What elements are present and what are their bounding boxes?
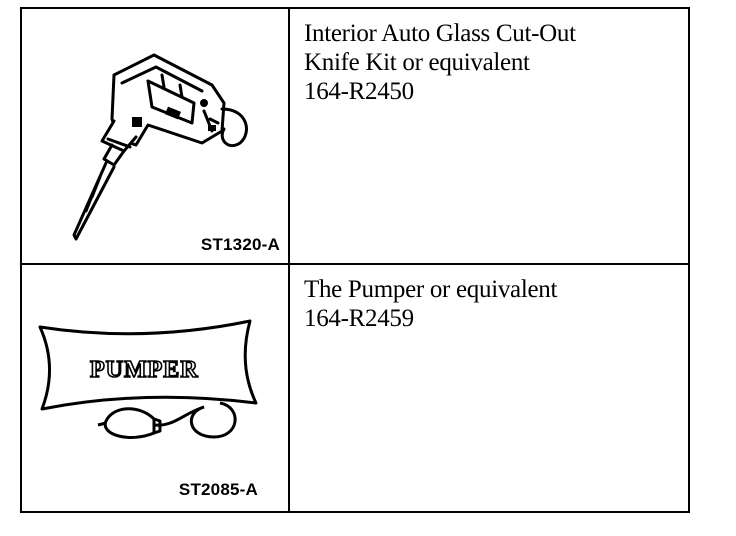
illustration-cell: PUMPER ST2085-A: [22, 265, 290, 511]
figure-code: ST1320-A: [200, 235, 280, 254]
part-number: 164-R2450: [304, 78, 414, 105]
part-number: 164-R2459: [304, 305, 414, 332]
tool-table: ST1320-A Interior Auto Glass Cut-Out Kni…: [20, 7, 690, 513]
tool-name-line-2: Knife Kit or equivalent: [304, 49, 530, 76]
tool-row-pumper: PUMPER ST2085-A The Pumper or equivalent…: [22, 265, 688, 511]
tool-row-knife-kit: ST1320-A Interior Auto Glass Cut-Out Kni…: [22, 9, 688, 265]
tool-name-line-1: Interior Auto Glass Cut-Out: [304, 20, 576, 47]
pumper-air-bag-icon: PUMPER: [38, 319, 258, 439]
pumper-logo-text: PUMPER: [90, 357, 199, 383]
tool-name-line-1: The Pumper or equivalent: [304, 276, 558, 303]
description-cell: The Pumper or equivalent 164-R2459: [290, 265, 688, 511]
illustration-cell: ST1320-A: [22, 9, 290, 263]
description-cell: Interior Auto Glass Cut-Out Knife Kit or…: [290, 9, 688, 263]
figure-code: ST2085-A: [178, 480, 258, 499]
glass-cut-out-knife-icon: [72, 53, 248, 241]
